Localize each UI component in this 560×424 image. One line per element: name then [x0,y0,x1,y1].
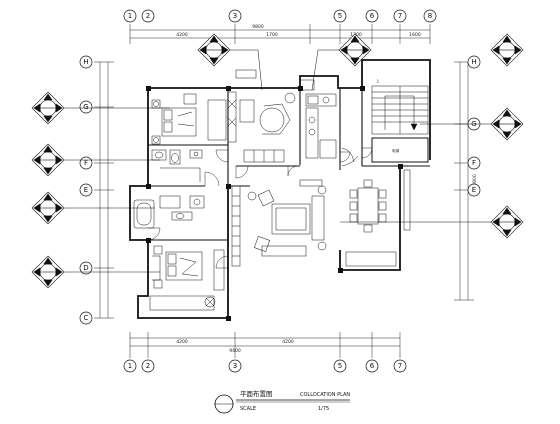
title-en: COLLOCATION PLAN [300,392,350,398]
title-block [214,394,350,414]
scale-value: 1/75 [318,406,329,412]
grid-top-2: 2 [146,12,150,20]
grid-left-D: D [83,264,88,272]
grid-top-7: 7 [398,12,402,20]
grid-top-3: 3 [233,12,237,20]
interior-walls [148,88,430,241]
grid-bottom-7: 7 [398,362,402,370]
top-seg-dim-2: 1700 [266,32,278,38]
grid-left-G: G [83,103,88,111]
bottom-dimension-lines [129,332,401,358]
right-dimension-lines [454,61,474,301]
bedroom-1-furniture [151,93,227,145]
elevation-markers-left [31,91,65,289]
column-blocks [146,86,403,321]
scale-label: SCALE [240,406,256,412]
grid-left-C: C [84,314,89,322]
staircase [371,85,429,163]
grid-bottom-3: 3 [233,362,237,370]
grid-top-8: 8 [428,12,432,20]
grid-bottom-6: 6 [370,362,375,370]
grid-top-1: 1 [128,12,132,20]
bathroom-2-fixtures [133,195,205,229]
bottom-seg-dim-1: 4200 [176,339,188,345]
grid-top-5: 5 [338,12,342,20]
right-total-dim: 8800 [472,174,478,186]
grid-top-6: 6 [370,12,375,20]
bedroom-2-furniture [149,245,225,311]
grid-right-H: H [471,58,476,66]
top-dimension-lines [129,24,431,44]
bottom-grid-bubbles [123,359,407,373]
left-dimension-lines [94,61,114,319]
grid-left-H: H [83,58,88,66]
stair-up-label: 上 [376,78,380,83]
top-grid-bubbles [123,9,437,23]
kitchen-fixtures [305,93,359,167]
bottom-seg-dim-2: 4200 [282,339,294,345]
elevator-label: 电梯 [392,148,400,153]
grid-left-E: E [84,186,88,194]
grid-bottom-1: 1 [128,362,132,370]
bottom-total-dim: 9400 [229,348,241,354]
top-seg-dim-4: 1600 [409,32,421,38]
elevation-markers-right [197,33,524,239]
grid-bottom-5: 5 [338,362,342,370]
title-cn: 平面布置图 [240,389,273,398]
dining-room-furniture [345,179,397,267]
top-seg-dim-1: 4200 [176,32,188,38]
cabinet-strips [227,69,411,267]
grid-right-F: F [472,159,476,167]
living-room-furniture [247,179,327,257]
grid-right-E: E [472,186,476,194]
elevation-leader-lines-right [230,49,491,223]
top-total-dim: 9800 [252,24,264,30]
bathroom-1-fixtures [151,149,203,182]
study-room-furniture [239,92,296,163]
grid-bottom-2: 2 [146,362,150,370]
grid-left-F: F [84,159,88,167]
